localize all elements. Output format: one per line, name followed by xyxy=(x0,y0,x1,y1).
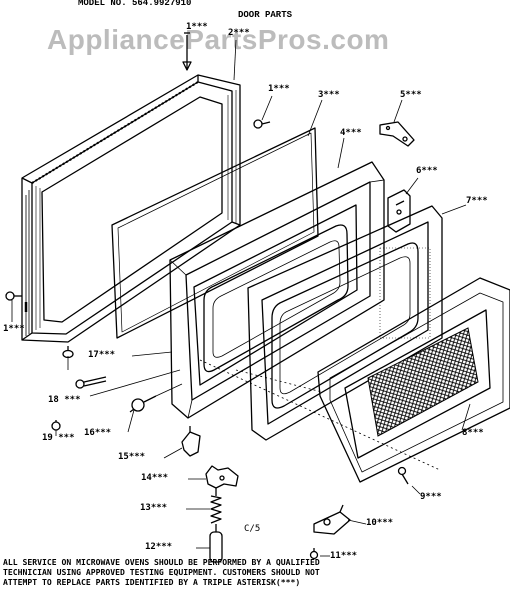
callout-15: 15*** xyxy=(118,452,146,462)
latch-lever xyxy=(181,426,201,457)
callout-19: 19 *** xyxy=(42,433,75,443)
callout-4: 4*** xyxy=(340,128,362,138)
latch-plate xyxy=(379,121,415,147)
latch-hook xyxy=(205,465,239,489)
drawing-code: C/5 xyxy=(244,524,261,534)
service-notice: ALL SERVICE ON MICROWAVE OVENS SHOULD BE… xyxy=(3,557,508,587)
watermark: AppliancePartsPros.com xyxy=(47,24,390,55)
inner-door-frame xyxy=(169,161,385,419)
screen-perforation xyxy=(367,327,479,437)
section-title: DOOR PARTS xyxy=(238,10,293,20)
outer-door-frame xyxy=(21,74,241,343)
callout-18: 18 *** xyxy=(48,395,81,405)
callout-12: 12*** xyxy=(145,542,173,552)
callout-11: 11*** xyxy=(330,551,358,561)
callout-8: 8*** xyxy=(462,428,484,438)
callout-1-right: 1*** xyxy=(268,84,290,94)
notice-line: ALL SERVICE ON MICROWAVE OVENS SHOULD BE… xyxy=(3,557,320,567)
leader-lines xyxy=(11,39,471,557)
plug-2 xyxy=(182,32,192,71)
nut-19 xyxy=(51,420,61,431)
callout-1-top: 1*** xyxy=(186,22,208,32)
hinge-bracket xyxy=(387,189,411,233)
callout-13: 13*** xyxy=(140,503,168,513)
notice-line: ATTEMPT TO REPLACE PARTS IDENTIFIED BY A… xyxy=(3,577,301,587)
door-glass-panel xyxy=(111,127,319,339)
inner-door-panel xyxy=(247,205,443,441)
door-spring xyxy=(210,488,222,524)
callout-10: 10*** xyxy=(366,518,394,528)
callout-14: 14*** xyxy=(141,473,169,483)
door-screen-panel xyxy=(317,277,510,483)
model-number: MODEL NO. 564.9927910 xyxy=(78,0,192,8)
callout-2: 2*** xyxy=(228,28,250,38)
cylinder-pin xyxy=(209,524,223,563)
callout-6: 6*** xyxy=(416,166,438,176)
screw-1-top xyxy=(253,119,271,129)
callout-9: 9*** xyxy=(420,492,442,502)
callout-5: 5*** xyxy=(400,90,422,100)
callout-17: 17*** xyxy=(88,350,116,360)
callout-7: 7*** xyxy=(466,196,488,206)
callout-3: 3*** xyxy=(318,90,340,100)
washer-18 xyxy=(62,346,74,359)
screw-1-left xyxy=(5,291,22,301)
callout-1-left: 1*** xyxy=(3,324,25,334)
callout-16: 16*** xyxy=(84,428,112,438)
notice-line: TECHNICIAN USING APPROVED TESTING EQUIPM… xyxy=(3,567,320,577)
lower-hinge xyxy=(313,504,351,535)
knob-16 xyxy=(129,395,157,413)
screw-11 xyxy=(309,548,319,560)
pin-17 xyxy=(75,376,107,389)
screw-9 xyxy=(397,466,409,485)
